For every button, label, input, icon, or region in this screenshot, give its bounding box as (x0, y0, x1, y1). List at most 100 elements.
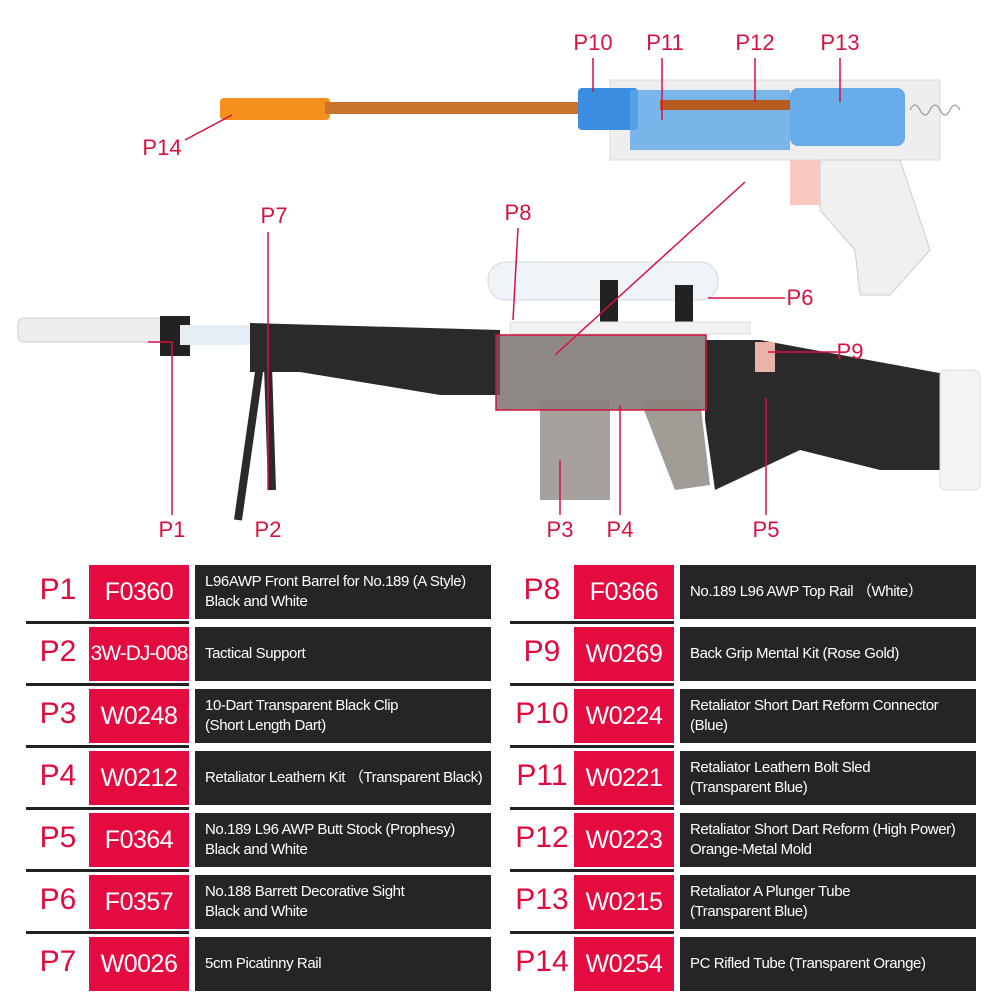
part-description: Tactical Support (195, 627, 491, 681)
part-description: L96AWP Front Barrel for No.189 (A Style)… (195, 565, 491, 619)
description-line: Retaliator Short Dart Reform Connector (690, 697, 939, 714)
row-divider (510, 869, 674, 872)
detail-highlight-box (495, 334, 707, 411)
row-divider (510, 621, 674, 624)
receiver-p4 (496, 335, 706, 410)
butt-stock-p5 (705, 340, 950, 490)
row-divider (510, 931, 674, 934)
row-divider (26, 621, 189, 624)
callout-p1: P1 (158, 517, 186, 542)
row-divider (26, 931, 189, 934)
description-line: (Transparent Blue) (690, 903, 808, 920)
description-line: No.189 L96 AWP Top Rail （White） (690, 583, 923, 600)
description-line: Retaliator Short Dart Reform (High Power… (690, 821, 956, 838)
bipod-p2 (234, 364, 276, 521)
part-code: F0366 (574, 565, 674, 619)
part-number: P6 (39, 883, 77, 916)
description-line: Tactical Support (205, 645, 306, 662)
front-barrel-p1 (17, 317, 179, 343)
plunger-tube-p13 (790, 88, 905, 146)
reform-p12 (660, 100, 790, 110)
description-line: 10-Dart Transparent Black Clip (205, 697, 399, 714)
row-divider (26, 683, 189, 686)
part-number: P4 (39, 759, 77, 792)
callout-p12: P12 (735, 30, 775, 55)
part-description: Retaliator A Plunger Tube (Transparent Bl… (680, 875, 976, 929)
row-divider (26, 807, 189, 810)
part-number: P11 (516, 759, 568, 792)
callout-p2: P2 (254, 517, 282, 542)
part-row: P4 W0212 Retaliator Leathern Kit （Transpar… (0, 751, 1000, 805)
description-line: PC Rifled Tube (Transparent Orange) (690, 955, 926, 972)
orange-barrel (325, 102, 585, 114)
part-number: P14 (515, 945, 569, 978)
part-code: W0223 (574, 813, 674, 867)
description-line: Retaliator A Plunger Tube (690, 883, 851, 900)
part-description: PC Rifled Tube (Transparent Orange) (680, 937, 976, 991)
part-number: P1 (39, 573, 77, 606)
clip-p3 (540, 400, 610, 500)
part-description: Retaliator Leathern Bolt Sled (Transparen… (680, 751, 976, 805)
row-divider (510, 745, 674, 748)
part-code: W0212 (89, 751, 189, 805)
part-number: P3 (39, 697, 77, 730)
part-code: 3W-DJ-008 (89, 627, 189, 681)
description-line: (Transparent Blue) (690, 779, 808, 796)
callout-p14: P14 (142, 135, 182, 160)
leader-lines (148, 58, 841, 515)
rifle-assembly (17, 261, 981, 521)
part-row: P2 3W-DJ-008 Tactical Support (0, 627, 1000, 681)
description-line: Back Grip Mental Kit (Rose Gold) (690, 645, 899, 662)
description-line: L96AWP Front Barrel for No.189 (A Style) (205, 573, 466, 590)
description-line: Retaliator Leathern Kit （Transparent Bla… (205, 769, 483, 786)
callout-p9: P9 (836, 339, 864, 364)
part-description: No.189 L96 AWP Butt Stock (Prophesy)Blac… (195, 813, 491, 867)
part-number: P2 (39, 635, 77, 668)
callout-p7: P7 (260, 203, 288, 228)
rifled-tube-p14 (220, 98, 330, 120)
part-description: Retaliator Short Dart Reform Connector (B… (680, 689, 976, 743)
callout-p5: P5 (752, 517, 780, 542)
part-code: F0360 (89, 565, 189, 619)
description-line: Orange-Metal Mold (690, 841, 812, 858)
grip-kit-p9 (755, 342, 775, 372)
description-line: (Short Length Dart) (205, 717, 326, 734)
part-number: P13 (515, 883, 569, 916)
part-description: Retaliator Short Dart Reform (High Power… (680, 813, 976, 867)
description-line: Black and White (205, 593, 308, 610)
top-rail-p8 (509, 321, 751, 335)
internals-assembly (220, 79, 961, 296)
part-code: W0221 (574, 751, 674, 805)
description-line: No.188 Barrett Decorative Sight (205, 883, 405, 900)
description-line: 5cm Picatinny Rail (205, 955, 322, 972)
callout-p13: P13 (820, 30, 860, 55)
part-description: Back Grip Mental Kit (Rose Gold) (680, 627, 976, 681)
description-line: Retaliator Leathern Bolt Sled (690, 759, 871, 776)
part-number: P8 (523, 573, 561, 606)
part-number: P5 (39, 821, 77, 854)
callout-p8: P8 (504, 200, 532, 225)
description-line: (Blue) (690, 717, 728, 734)
row-divider (26, 869, 189, 872)
connector-p10 (578, 88, 638, 130)
part-code: W0215 (574, 875, 674, 929)
callout-p4: P4 (606, 517, 634, 542)
part-row: P8 F0366 No.189 L96 AWP Top Rail （White） (0, 565, 1000, 619)
part-number: P12 (515, 821, 569, 854)
callout-p3: P3 (546, 517, 574, 542)
part-description: 10-Dart Transparent Black Clip (Short Len… (195, 689, 491, 743)
part-description: Retaliator Leathern Kit （Transparent Bla… (195, 751, 491, 805)
part-code: F0357 (89, 875, 189, 929)
part-description: No.189 L96 AWP Top Rail （White） (680, 565, 976, 619)
row-divider (510, 807, 674, 810)
